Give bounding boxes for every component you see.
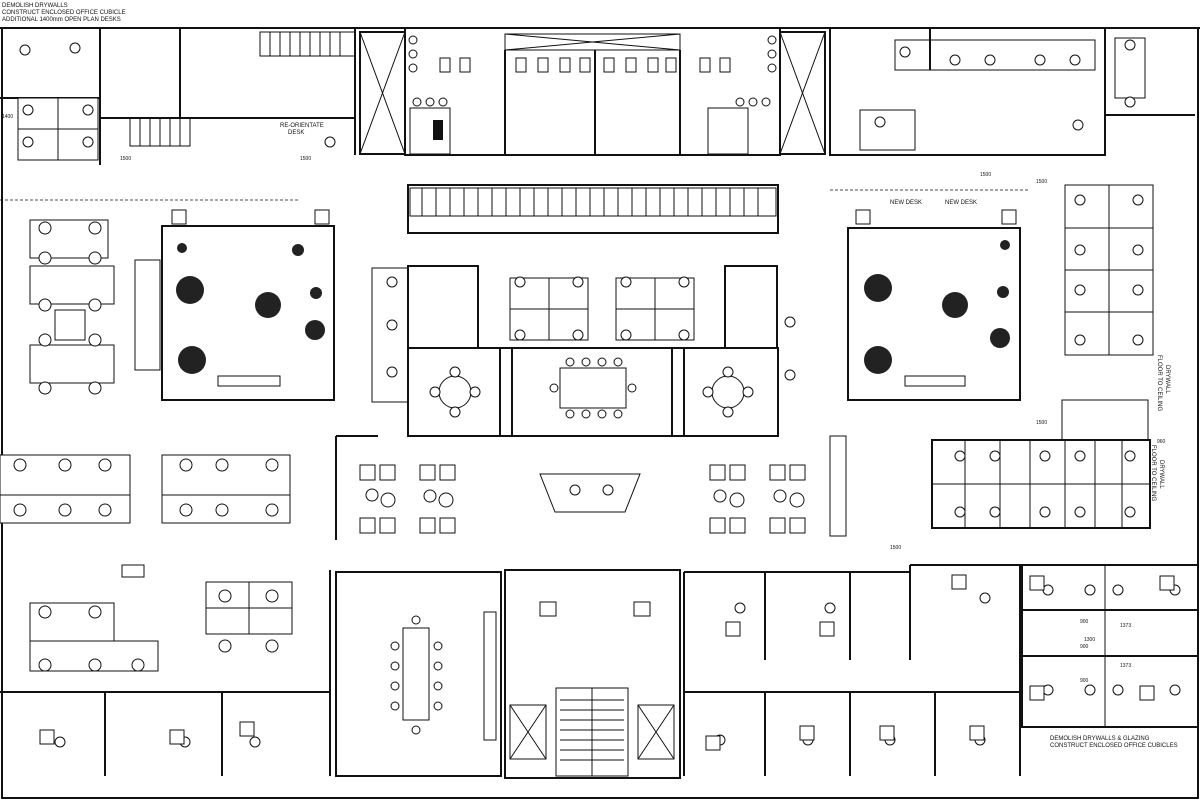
note-floor-to-ceiling-2: FLOOR TO CEILING	[1150, 445, 1156, 501]
dimension-label: 1400	[2, 114, 13, 120]
plant-cluster	[864, 240, 1010, 374]
plant-cluster	[176, 243, 325, 374]
dimension-label: 1500	[1036, 179, 1047, 185]
note-floor-to-ceiling-1: FLOOR TO CEILING	[1156, 355, 1162, 411]
enclosed-offices-right	[1021, 564, 1199, 728]
dimension-label: 1500	[300, 156, 311, 162]
note-demolish-drywalls: DEMOLISH DRYWALLS	[2, 3, 68, 9]
office-desks	[39, 574, 1175, 751]
dimension-label: 1500	[980, 172, 991, 178]
toilet-fixtures	[408, 35, 777, 140]
dimension-label: 900	[1080, 644, 1089, 650]
garden-room-right	[847, 209, 1021, 401]
dimension-labels: 1400 1500 1500 1500 1500 1500 1500 900 9…	[2, 114, 1166, 684]
dimension-label: 1500	[1036, 420, 1047, 426]
central-meeting-zone	[371, 265, 779, 437]
long-boardroom-table	[402, 627, 430, 721]
chairs	[13, 39, 1181, 748]
dimension-label: 960	[1157, 439, 1166, 445]
round-table	[711, 375, 745, 409]
dimension-label: 1500	[890, 545, 901, 551]
right-workstations	[931, 184, 1154, 529]
round-table	[438, 375, 472, 409]
bottom-rooms	[0, 564, 1199, 779]
note-demolish-glazing: DEMOLISH DRYWALLS & GLAZING	[1050, 736, 1150, 742]
cafe-tables	[359, 464, 806, 534]
dimension-label: 900	[1080, 678, 1089, 684]
core-stairwell	[504, 569, 681, 779]
boardroom-bottom	[335, 571, 502, 777]
office-top-right	[829, 27, 1106, 156]
dimension-label: 1373	[1120, 623, 1131, 629]
note-construct-cubicles: CONSTRUCT ENCLOSED OFFICE CUBICLES	[1050, 743, 1178, 749]
boardroom-table	[559, 367, 627, 409]
reception-desk	[539, 473, 641, 513]
note-open-plan-desks: ADDITIONAL 1400mm OPEN PLAN DESKS	[2, 17, 121, 23]
dimension-label: 900	[1080, 619, 1089, 625]
annotation-top-left: DEMOLISH DRYWALLS CONSTRUCT ENCLOSED OFF…	[2, 3, 126, 23]
dimension-label: 1373	[1120, 663, 1131, 669]
note-drywall-2: DRYWALL	[1158, 460, 1164, 489]
garden-room-left	[134, 209, 335, 401]
top-rooms	[0, 27, 1195, 165]
breakout-area	[335, 435, 847, 540]
central-corridor-feature	[0, 184, 1030, 234]
note-new-desk-left: NEW DESK	[890, 200, 922, 206]
restrooms-block	[404, 27, 781, 156]
note-construct-cubicle: CONSTRUCT ENCLOSED OFFICE CUBICLE	[2, 10, 126, 16]
stair-treads	[560, 688, 624, 776]
note-reorientate-desk: DESK	[288, 130, 304, 136]
dimension-label: 1500	[120, 156, 131, 162]
note-drywall-1: DRYWALL	[1164, 365, 1170, 394]
dimension-label: 1300	[1084, 637, 1095, 643]
note-new-desk-right: NEW DESK	[945, 200, 977, 206]
stair-treads	[139, 32, 341, 146]
note-reorientate: RE-ORIENTATE	[280, 123, 324, 129]
feature-slats	[421, 188, 759, 216]
